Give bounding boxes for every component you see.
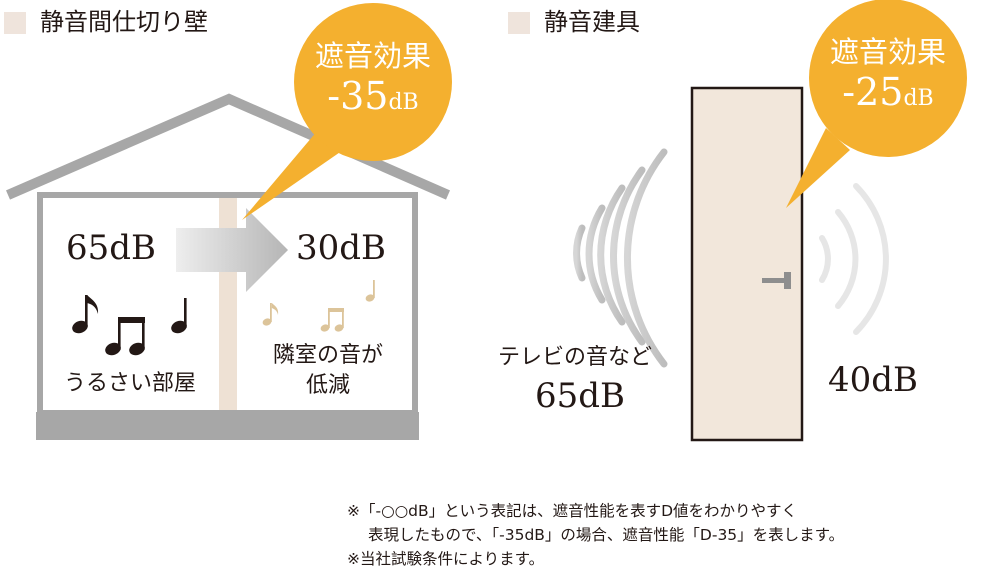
faded-beamed-notes-icon bbox=[320, 308, 344, 332]
quarter-note-icon bbox=[171, 298, 187, 334]
door-handle-base bbox=[784, 272, 791, 289]
badge-pointer-left bbox=[242, 130, 346, 220]
sound-waves-source bbox=[573, 148, 668, 368]
badge-right-value: -25dB bbox=[809, 70, 967, 121]
badge-pointer-right bbox=[786, 128, 850, 208]
badge-right-unit: dB bbox=[903, 86, 934, 111]
left-section-title: 静音間仕切り壁 bbox=[40, 8, 208, 36]
faded-quarter-note-icon bbox=[365, 280, 375, 302]
eighth-note-icon bbox=[72, 295, 99, 334]
before-db-value: 65dB bbox=[66, 228, 157, 268]
after-db-value: 30dB bbox=[296, 228, 387, 268]
reduced-label-line2: 低減 bbox=[305, 373, 350, 398]
reduced-label-line1: 隣室の音が bbox=[272, 343, 383, 368]
badge-right-label: 遮音効果 bbox=[829, 35, 946, 69]
source-db-value: 65dB bbox=[535, 376, 626, 416]
badge-right-number: -25 bbox=[842, 70, 904, 114]
door-panel bbox=[690, 86, 804, 442]
note-line-2: 表現したもので、「-35dB」の場合、遮音性能「D-35」を表します。 bbox=[368, 526, 845, 544]
badge-left-unit: dB bbox=[388, 90, 419, 115]
door-handle bbox=[762, 278, 784, 283]
badge-circle-right bbox=[809, 0, 967, 157]
badge-left-label: 遮音効果 bbox=[314, 39, 431, 73]
sound-waves-reduced bbox=[819, 183, 889, 335]
sound-arrow bbox=[176, 208, 288, 292]
badge-left-number: -35 bbox=[327, 74, 389, 118]
sound-source-label: テレビの音など bbox=[498, 345, 653, 370]
left-title-square bbox=[4, 12, 26, 34]
house-foundation bbox=[36, 412, 419, 440]
beamed-notes-icon bbox=[105, 317, 145, 356]
result-db-value: 40dB bbox=[828, 360, 919, 400]
faded-eighth-note-icon bbox=[262, 303, 279, 326]
house-roof bbox=[6, 93, 451, 200]
note-line-1: ※「-○○dB」という表記は、遮音性能を表すD値をわかりやすく bbox=[347, 502, 798, 520]
right-section-title: 静音建具 bbox=[544, 8, 640, 36]
noisy-room-label: うるさい部屋 bbox=[64, 371, 197, 396]
badge-circle-left bbox=[294, 3, 452, 161]
right-title-square bbox=[508, 12, 530, 34]
badge-left-value: -35dB bbox=[294, 74, 452, 125]
note-line-3: ※当社試験条件によります。 bbox=[347, 550, 545, 568]
